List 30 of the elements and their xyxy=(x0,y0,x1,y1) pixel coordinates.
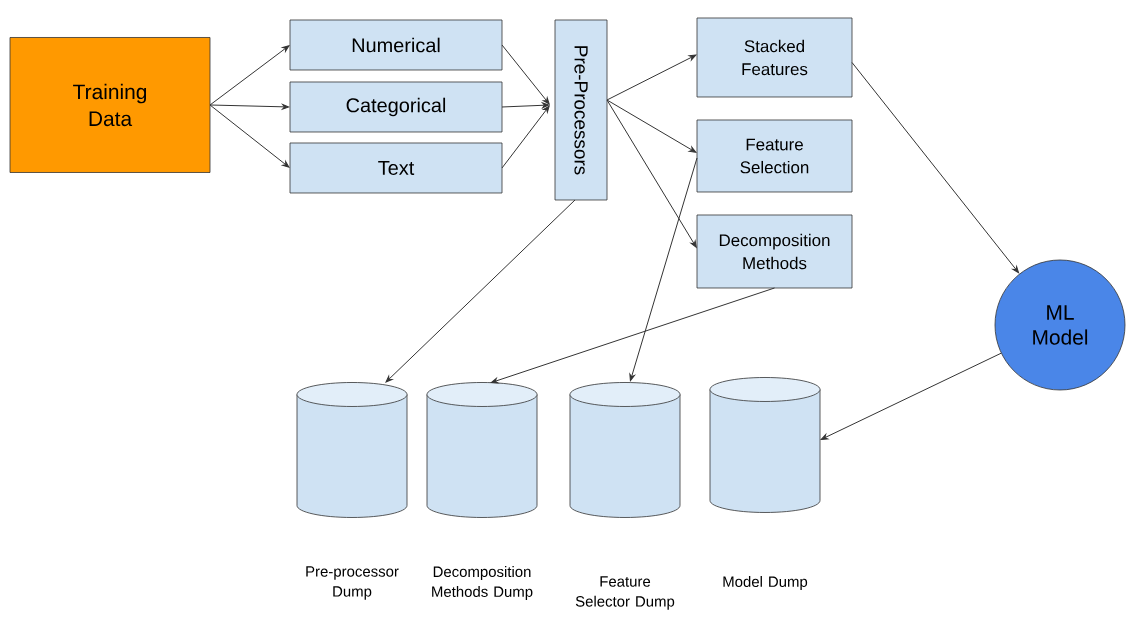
arrow xyxy=(501,102,550,109)
arrow xyxy=(606,99,697,153)
process-box: Categorical xyxy=(289,81,503,133)
arrow xyxy=(851,62,1020,274)
process-box: Numerical xyxy=(289,19,503,71)
process-box: Decomposition Methods xyxy=(696,214,853,289)
database-cylinder xyxy=(296,382,408,518)
arrow xyxy=(501,105,550,169)
database-cylinder xyxy=(709,377,821,513)
database-cylinder xyxy=(569,382,681,518)
cylinder-caption: Feature Selector Dump xyxy=(575,576,675,610)
cylinder-caption: Pre-processor Dump xyxy=(306,566,399,600)
arrow xyxy=(385,199,576,383)
process-box: Feature Selection xyxy=(696,119,853,193)
arrow xyxy=(501,44,550,105)
arrow xyxy=(606,54,697,101)
arrow xyxy=(490,287,775,384)
arrow xyxy=(209,103,290,110)
cylinder-caption: Decomposition Methods Dump xyxy=(432,566,533,600)
arrow xyxy=(820,352,1002,440)
arrow xyxy=(629,157,698,382)
database-cylinder xyxy=(426,382,538,518)
arrow xyxy=(606,99,697,248)
cylinder-caption: Model Dump xyxy=(723,576,808,590)
arrow xyxy=(209,45,290,106)
process-box: Stacked Features xyxy=(696,17,853,98)
process-box: Training Data xyxy=(9,37,211,173)
process-box: Text xyxy=(289,142,503,194)
process-box: Pre-Processors xyxy=(554,19,608,201)
arrow xyxy=(209,104,290,168)
